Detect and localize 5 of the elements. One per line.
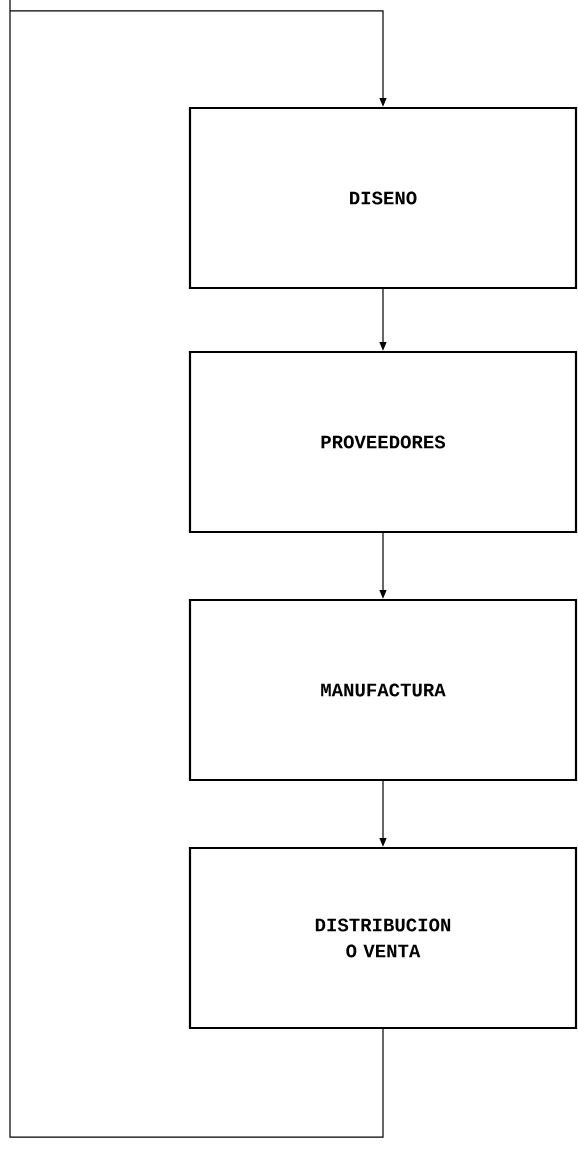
process-box: PROVEEDORES: [188, 350, 578, 534]
arrow: [9, 0, 387, 1138]
process-box: DISENO: [188, 106, 578, 290]
process-box: MANUFACTURA: [188, 598, 578, 782]
process-box: DISTRIBUCION O VENTA: [188, 846, 578, 1030]
